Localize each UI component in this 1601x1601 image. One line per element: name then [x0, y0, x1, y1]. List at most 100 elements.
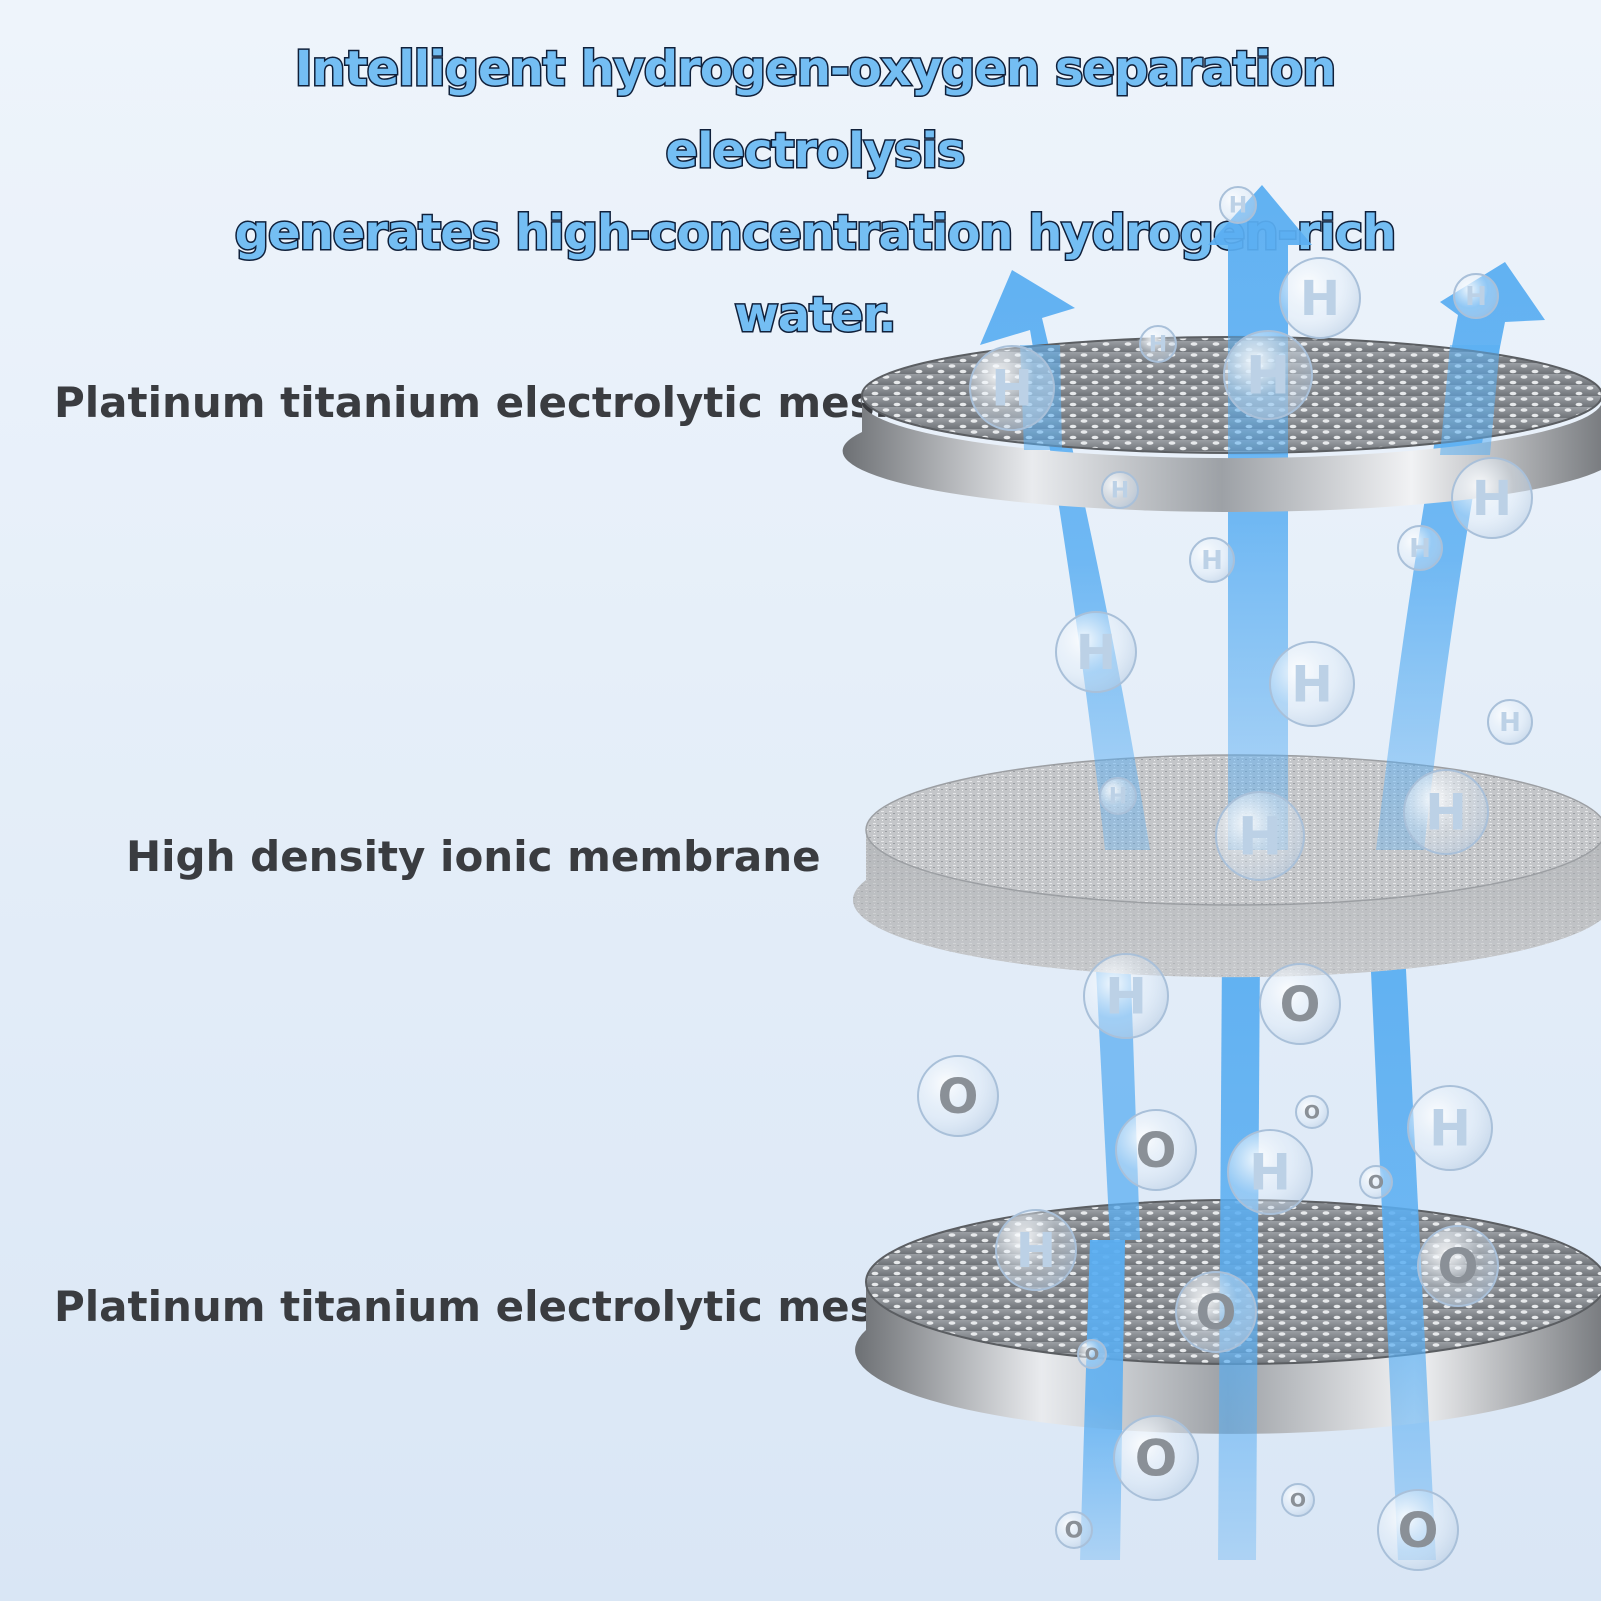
oxygen-bubble-symbol: O — [1290, 1490, 1306, 1512]
oxygen-bubble-symbol: O — [938, 1069, 979, 1125]
headline-line-1: Intelligent hydrogen-oxygen separation e… — [293, 40, 1338, 181]
oxygen-bubble: O — [1259, 963, 1341, 1045]
arrow-center-lower — [1218, 950, 1260, 1560]
hydrogen-bubble-circle — [1219, 186, 1257, 224]
hydrogen-bubble-circle — [969, 345, 1055, 431]
hydrogen-bubble-symbol: H — [1499, 708, 1521, 738]
hydrogen-bubble-circle — [1189, 537, 1235, 583]
oxygen-bubble: O — [1077, 1339, 1107, 1369]
hydrogen-bubble-symbol: H — [1105, 968, 1147, 1026]
oxygen-bubble: O — [1377, 1489, 1459, 1571]
oxygen-bubble-circle — [1359, 1165, 1393, 1199]
hydrogen-bubble-symbol: H — [1229, 194, 1247, 219]
hydrogen-bubble-circle — [1453, 273, 1499, 319]
hydrogen-bubble-circle — [995, 1209, 1077, 1291]
oxygen-bubble: O — [1417, 1225, 1499, 1307]
oxygen-bubble: O — [1359, 1165, 1393, 1199]
oxygen-bubble-circle — [1377, 1489, 1459, 1571]
hydrogen-bubble-circle — [1227, 1129, 1313, 1215]
hydrogen-bubble-symbol: H — [1149, 333, 1167, 358]
oxygen-bubble-circle — [1259, 963, 1341, 1045]
hydrogen-bubble-circle — [1279, 257, 1361, 339]
oxygen-bubble-circle — [1055, 1511, 1093, 1549]
arrow-right-lower — [1370, 950, 1436, 1560]
headline: Intelligent hydrogen-oxygen separation e… — [150, 28, 1480, 356]
oxygen-bubble: O — [1175, 1271, 1257, 1353]
arrow-left-upper — [980, 270, 1150, 850]
oxygen-bubble-circle — [1115, 1109, 1197, 1191]
membrane-label: High density ionic membrane — [126, 832, 821, 881]
hydrogen-bubble-symbol: H — [991, 360, 1033, 418]
hydrogen-bubble: H — [1099, 777, 1137, 815]
hydrogen-bubble-symbol: H — [1111, 479, 1129, 504]
hydrogen-bubble-symbol: H — [1300, 271, 1340, 327]
hydrogen-bubble-circle — [1407, 1085, 1493, 1171]
oxygen-bubble-circle — [917, 1055, 999, 1137]
hydrogen-bubble: H — [1453, 273, 1499, 319]
hydrogen-bubble-symbol: H — [1249, 1144, 1291, 1202]
oxygen-bubble-symbol: O — [1438, 1239, 1479, 1295]
oxygen-bubble-symbol: O — [1368, 1172, 1384, 1194]
hydrogen-bubble: H — [1397, 525, 1443, 571]
oxygen-bubble-circle — [1175, 1271, 1257, 1353]
hydrogen-bubble: H — [1269, 641, 1355, 727]
hydrogen-bubble: H — [1219, 186, 1257, 224]
hydrogen-bubble-circle — [1269, 641, 1355, 727]
oxygen-bubble-circle — [1295, 1095, 1329, 1129]
hydrogen-bubble-circle — [1215, 791, 1305, 881]
top-mesh-label: Platinum titanium electrolytic mesh — [54, 378, 905, 427]
hydrogen-bubble-symbol: H — [1429, 1100, 1471, 1158]
hydrogen-bubble: H — [1083, 953, 1169, 1039]
hydrogen-bubble: H — [1487, 699, 1533, 745]
hydrogen-bubble-symbol: H — [1016, 1223, 1056, 1279]
oxygen-bubble-symbol: O — [1085, 1345, 1099, 1365]
oxygen-bubble: O — [1115, 1109, 1197, 1191]
oxygen-bubble: O — [1281, 1483, 1315, 1517]
arrow-right-through-mesh — [1440, 345, 1500, 455]
hydrogen-bubble-symbol: H — [1076, 625, 1116, 681]
oxygen-bubble-circle — [1077, 1339, 1107, 1369]
hydrogen-bubble-symbol: H — [1109, 785, 1127, 810]
hydrogen-bubble-circle — [1101, 471, 1139, 509]
oxygen-bubble-symbol: O — [1280, 977, 1321, 1033]
hydrogen-bubble: H — [1227, 1129, 1313, 1215]
hydrogen-bubble: H — [969, 345, 1055, 431]
oxygen-bubble-circle — [1281, 1483, 1315, 1517]
oxygen-bubble: O — [917, 1055, 999, 1137]
hydrogen-bubble: H — [1279, 257, 1361, 339]
hydrogen-bubble-circle — [1055, 611, 1137, 693]
hydrogen-bubble-symbol: H — [1472, 471, 1512, 527]
hydrogen-bubble-circle — [1223, 330, 1313, 420]
hydrogen-bubble: H — [1101, 471, 1139, 509]
oxygen-bubble-symbol: O — [1304, 1102, 1320, 1124]
oxygen-bubble: O — [1113, 1415, 1199, 1501]
hydrogen-bubble-symbol: H — [1238, 806, 1282, 867]
hydrogen-bubble: H — [1189, 537, 1235, 583]
oxygen-bubble-symbol: O — [1136, 1123, 1177, 1179]
hydrogen-bubble-symbol: H — [1409, 534, 1431, 564]
hydrogen-bubble: H — [1139, 325, 1177, 363]
oxygen-bubble: O — [1295, 1095, 1329, 1129]
hydrogen-bubble-symbol: H — [1465, 282, 1487, 312]
bottom-mesh-label: Platinum titanium electrolytic mesh — [54, 1282, 905, 1331]
hydrogen-bubble: H — [1403, 769, 1489, 855]
oxygen-bubble-symbol: O — [1135, 1430, 1178, 1488]
hydrogen-bubble: H — [1407, 1085, 1493, 1171]
hydrogen-bubble-circle — [1083, 953, 1169, 1039]
oxygen-bubble: O — [1055, 1511, 1093, 1549]
hydrogen-bubble-circle — [1451, 457, 1533, 539]
hydrogen-bubble-symbol: H — [1201, 546, 1223, 576]
hydrogen-bubble-symbol: H — [1291, 656, 1333, 714]
hydrogen-bubble: H — [1223, 330, 1313, 420]
headline-line-2: generates high-concentration hydrogen-ri… — [233, 204, 1398, 345]
oxygen-bubble-circle — [1417, 1225, 1499, 1307]
hydrogen-bubble-circle — [1487, 699, 1533, 745]
hydrogen-bubble: H — [1215, 791, 1305, 881]
oxygen-bubble-symbol: O — [1398, 1503, 1439, 1559]
hydrogen-bubble-circle — [1397, 525, 1443, 571]
hydrogen-bubble: H — [1451, 457, 1533, 539]
oxygen-bubble-circle — [1113, 1415, 1199, 1501]
hydrogen-bubble-circle — [1139, 325, 1177, 363]
